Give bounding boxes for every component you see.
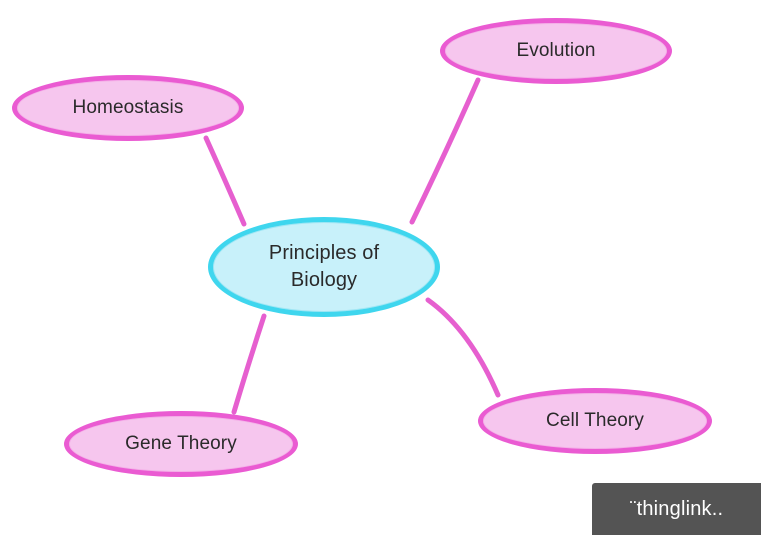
thinglink-logo[interactable]: ¨thinglink.. <box>592 483 761 535</box>
node-cell-theory[interactable]: Cell Theory <box>478 388 712 454</box>
center-label-line1: Principles of <box>268 242 380 264</box>
connector-cell-theory <box>425 297 501 398</box>
connector-homeostasis <box>203 135 247 227</box>
node-evolution-label: Evolution <box>516 40 596 61</box>
center-label: Principles of Biology <box>269 240 379 294</box>
node-gene-theory[interactable]: Gene Theory <box>64 411 298 477</box>
connector-gene-theory <box>231 313 267 415</box>
node-homeostasis[interactable]: Homeostasis <box>12 75 244 141</box>
thinglink-logo-text: ¨thinglink.. <box>629 497 724 520</box>
node-homeostasis-label: Homeostasis <box>72 97 184 118</box>
node-principles-of-biology[interactable]: Principles of Biology <box>208 217 440 317</box>
node-cell-theory-label: Cell Theory <box>546 410 644 431</box>
node-gene-theory-label: Gene Theory <box>125 433 237 454</box>
center-label-line2: Biology <box>290 269 358 291</box>
connector-evolution <box>409 77 481 225</box>
node-evolution[interactable]: Evolution <box>440 18 672 84</box>
